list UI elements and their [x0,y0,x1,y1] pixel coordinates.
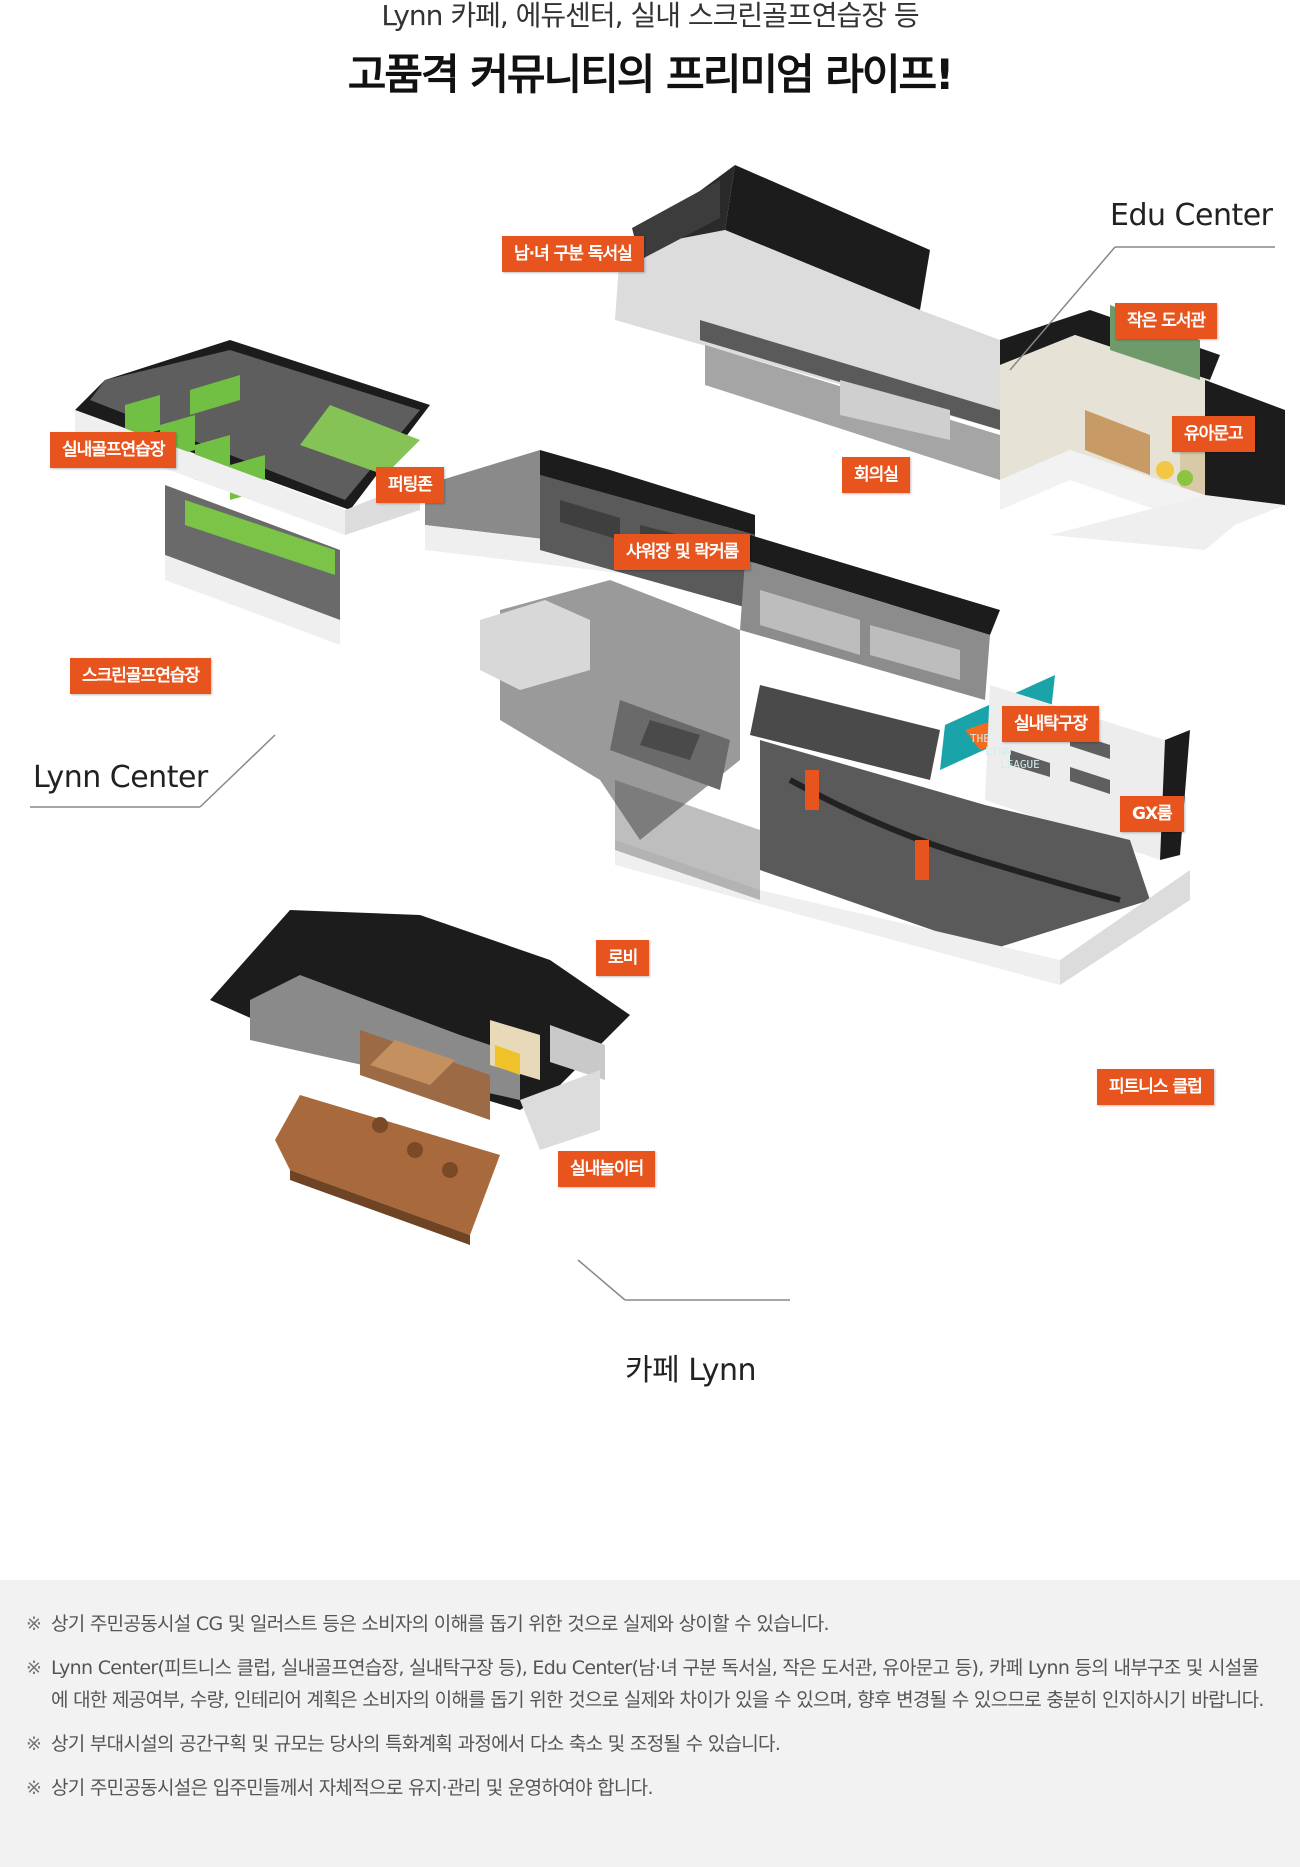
callout-lines [30,246,1275,1301]
tag-small-library: 작은 도서관 [1115,303,1218,339]
note-text: 상기 부대시설의 공간구획 및 규모는 당사의 특화계획 과정에서 다소 축소 … [51,1733,781,1755]
note-item: ※ Lynn Center(피트니스 클럽, 실내골프연습장, 실내탁구장 등),… [26,1652,1274,1716]
note-mark: ※ [26,1777,42,1799]
note-mark: ※ [26,1733,42,1755]
lynn-center-main-block [425,450,1190,985]
tag-shower-locker: 샤워장 및 락커룸 [614,534,751,570]
wall-sign-line1: THE [970,732,990,745]
header-title: 고품격 커뮤니티의 프리미엄 라이프! [347,50,955,99]
note-mark: ※ [26,1613,42,1635]
header-subtitle: Lynn 카페, 에듀센터, 실내 스크린골프연습장 등 [381,0,919,32]
tag-meeting-room: 회의실 [842,457,910,493]
note-item: ※ 상기 주민공동시설 CG 및 일러스트 등은 소비자의 이해를 돕기 위한 것… [26,1608,1274,1640]
tag-kids-library: 유아문고 [1172,416,1255,452]
zone-label-edu-center: Edu Center [1110,198,1273,233]
note-text: 상기 주민공동시설 CG 및 일러스트 등은 소비자의 이해를 돕기 위한 것으… [51,1613,830,1635]
zone-label-cafe-lynn: 카페 Lynn [625,1353,756,1388]
community-floorplan-illustration: THE LYNN LEAGUE [30,165,1285,1301]
note-item: ※ 상기 부대시설의 공간구획 및 규모는 당사의 특화계획 과정에서 다소 축소… [26,1728,1274,1760]
tag-study-room: 남·녀 구분 독서실 [502,236,644,272]
tag-table-tennis: 실내탁구장 [1002,706,1100,742]
note-item: ※ 상기 주민공동시설은 입주민들께서 자체적으로 유지·관리 및 운영하여야 합… [26,1772,1274,1804]
zone-label-lynn-center: Lynn Center [33,760,208,795]
note-text: Lynn Center(피트니스 클럽, 실내골프연습장, 실내탁구장 등), … [51,1657,1264,1711]
tag-gx-room: GX룸 [1120,796,1184,832]
tag-golf-practice: 실내골프연습장 [50,432,177,468]
tag-lobby: 로비 [596,940,650,976]
tag-fitness-club: 피트니스 클럽 [1097,1069,1214,1105]
wall-sign-line2: LYNN [985,745,1012,758]
note-text: 상기 주민공동시설은 입주민들께서 자체적으로 유지·관리 및 운영하여야 합니… [51,1777,654,1799]
note-mark: ※ [26,1657,42,1679]
tag-putting-zone: 퍼팅존 [376,467,444,503]
tag-kids-playroom: 실내놀이터 [558,1151,656,1187]
tag-screen-golf: 스크린골프연습장 [70,658,212,694]
disclaimer-notes: ※ 상기 주민공동시설 CG 및 일러스트 등은 소비자의 이해를 돕기 위한 것… [0,1580,1300,1867]
edu-center-block [615,165,1285,550]
cafe-lynn-block [210,910,630,1245]
wall-sign-line3: LEAGUE [1000,758,1040,771]
